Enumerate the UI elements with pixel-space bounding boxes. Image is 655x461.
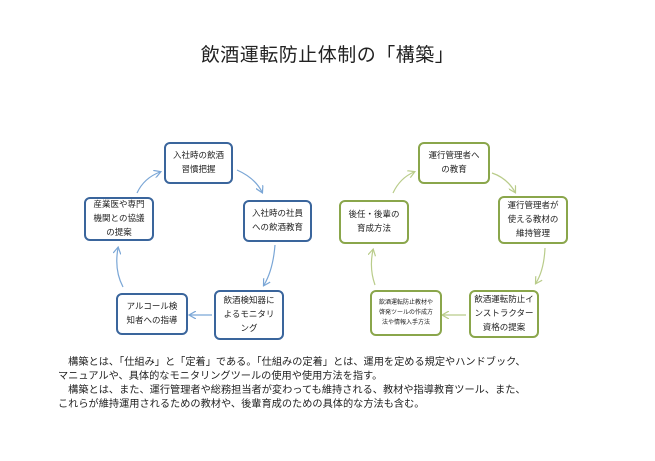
cycle-node-doctor-consultation: 産業医や専門 機関との協議 の提案	[84, 197, 154, 241]
cycle-node-manager-education: 運行管理者へ の教育	[418, 142, 490, 184]
page-title: 飲酒運転防止体制の「構築」	[200, 44, 455, 66]
cycle-node-drinking-habit: 入社時の飲酒 習慣把握	[164, 142, 233, 184]
cycle-node-employee-education: 入社時の社員 への飲酒教育	[243, 200, 312, 242]
explanation-text: 構築とは、「仕組み」と「定着」である。「仕組みの定着」とは、運用を定める規定やハ…	[58, 356, 638, 412]
cycle-node-successor-training: 後任・後輩の 育成方法	[339, 200, 409, 244]
paragraph-line: これらが維持運用されるための教材や、後輩育成のための具体的な方法も含む。	[58, 399, 425, 410]
cycle-node-instructor-qualification: 飲酒運転防止イ ンストラクター 資格の提案	[469, 290, 539, 338]
arrow-right-1	[491, 172, 515, 192]
paragraph-line: 構築とは、また、運行管理者や総務担当者が変わっても維持される、教材や指導教育ツー…	[58, 385, 526, 396]
arrow-left-2	[264, 244, 276, 285]
arrow-left-5	[136, 172, 160, 194]
cycle-node-materials-maintenance: 運行管理者が 使える教材の 維持管理	[498, 196, 568, 244]
paragraph-line: マニュアルや、具体的なモニタリングツールの使用や使用方法を指す。	[58, 371, 383, 382]
arrow-right-2	[536, 247, 546, 283]
cycle-node-alcohol-guidance: アルコール検 知者への指導	[116, 293, 188, 335]
arrow-left-4	[117, 248, 124, 288]
arrow-right-5	[392, 172, 414, 194]
arrow-right-4	[371, 250, 375, 286]
cycle-node-monitoring: 飲酒検知器に よるモニタリ ング	[214, 290, 284, 340]
cycle-node-tool-creation: 飲酒運転防止教材や 啓発ツールの作成方 法や情報入手方法	[370, 290, 442, 336]
arrow-left-1	[236, 169, 262, 192]
paragraph-line: 構築とは、「仕組み」と「定着」である。「仕組みの定着」とは、運用を定める規定やハ…	[58, 357, 526, 368]
